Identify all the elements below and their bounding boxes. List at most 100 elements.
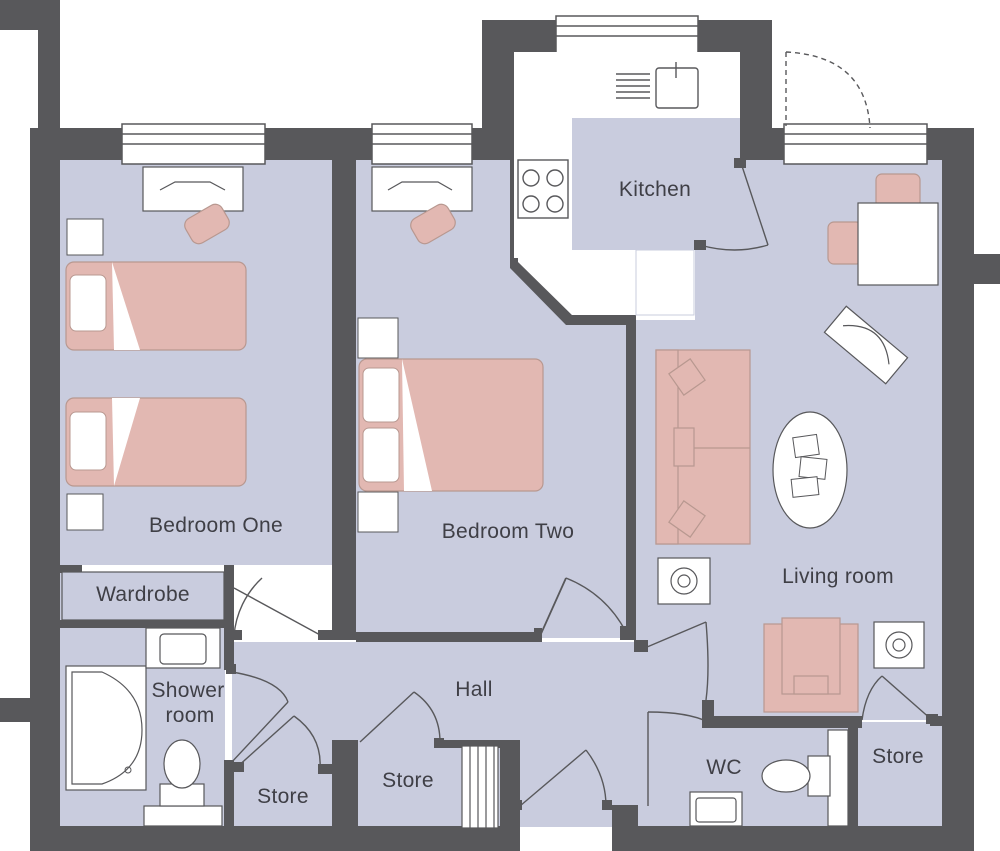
bottom-wall bbox=[30, 826, 520, 851]
wardrobe-right bbox=[224, 565, 234, 670]
store-left-floor bbox=[232, 770, 332, 828]
store-left-top bbox=[318, 764, 334, 774]
bedroom-two-bottom bbox=[356, 632, 536, 642]
kitchen-counter-low bbox=[635, 249, 695, 316]
door-shower bbox=[229, 671, 289, 765]
sofa bbox=[655, 349, 751, 545]
kitchen-worktop bbox=[514, 52, 740, 118]
doors bbox=[229, 51, 933, 807]
label-bedroom-one: Bedroom One bbox=[149, 514, 283, 537]
window-kitchen bbox=[555, 15, 699, 57]
left-notch bbox=[0, 0, 40, 30]
wc-top-wall bbox=[706, 716, 862, 728]
left-notch-lower bbox=[0, 698, 40, 722]
right-wall bbox=[942, 128, 974, 851]
label-store-right: Store bbox=[872, 745, 924, 768]
living-divider bbox=[626, 318, 636, 640]
armchair bbox=[763, 617, 859, 713]
door-wc bbox=[647, 711, 709, 806]
label-bedroom-two: Bedroom Two bbox=[442, 520, 574, 543]
kitchen-fittings bbox=[514, 52, 740, 316]
wardrobe-unit bbox=[61, 571, 225, 621]
store-mid-left bbox=[332, 740, 358, 830]
kitchen-wall-left bbox=[482, 20, 514, 160]
door-living bbox=[639, 621, 709, 701]
kitchen-counter-corner bbox=[518, 250, 636, 315]
door-kitchen bbox=[699, 159, 769, 251]
dining-table bbox=[857, 202, 939, 286]
room-labels: Bedroom One Bedroom Two Kitchen Living r… bbox=[96, 178, 924, 808]
wc-bottom-left bbox=[612, 805, 638, 830]
desk-chair bbox=[184, 203, 230, 245]
single-bed bbox=[65, 261, 247, 351]
window-living-room bbox=[783, 123, 928, 165]
window-bedroom-one bbox=[121, 123, 266, 165]
label-wc: WC bbox=[706, 756, 742, 779]
desk bbox=[371, 166, 473, 212]
door-store-right bbox=[861, 675, 933, 721]
door-bedroom-one bbox=[233, 577, 323, 637]
store-mid-right bbox=[500, 740, 520, 830]
toilet-icon bbox=[143, 739, 223, 827]
label-kitchen: Kitchen bbox=[619, 178, 691, 201]
label-living-room: Living room bbox=[782, 565, 894, 588]
bedroom-one-furniture bbox=[65, 166, 247, 531]
wardrobe-bottom bbox=[60, 620, 230, 628]
wc-left-wall bbox=[702, 700, 714, 728]
label-shower-room-line2: room bbox=[165, 704, 214, 727]
label-store-left: Store bbox=[257, 785, 309, 808]
coffee-table bbox=[772, 411, 848, 529]
label-wardrobe: Wardrobe bbox=[96, 583, 190, 606]
single-bed bbox=[65, 397, 247, 487]
bedroom-two-furniture bbox=[357, 166, 544, 533]
bottom-wall-right bbox=[612, 826, 974, 851]
store-left-wall bbox=[224, 760, 234, 830]
store-mid-top bbox=[440, 740, 510, 748]
shower-tray bbox=[71, 671, 143, 785]
door-entrance-external bbox=[785, 51, 871, 129]
bedroom-one-bottom-a bbox=[60, 565, 82, 573]
door-store-left bbox=[235, 715, 321, 769]
store-middle-floor bbox=[358, 742, 462, 828]
lamp-table bbox=[873, 621, 925, 669]
kitchen-counter-left bbox=[514, 118, 572, 258]
kitchen-wall-right bbox=[740, 20, 772, 160]
left-wall bbox=[30, 128, 60, 838]
bedside-table bbox=[66, 218, 104, 256]
left-wall-upper bbox=[38, 0, 60, 160]
door-bedroom-two bbox=[539, 577, 627, 637]
shower-room-fittings bbox=[65, 627, 223, 827]
dining-set bbox=[827, 173, 939, 286]
double-bed bbox=[358, 358, 544, 492]
label-hall: Hall bbox=[455, 678, 492, 701]
bedside-table bbox=[66, 493, 104, 531]
door-jambs bbox=[226, 158, 938, 810]
store-right-floor bbox=[856, 722, 942, 828]
desk bbox=[142, 166, 244, 212]
right-notch bbox=[972, 254, 1000, 284]
staircase bbox=[461, 745, 499, 829]
hob-icon bbox=[517, 159, 569, 219]
window-bedroom-two bbox=[371, 123, 473, 165]
kitchen-floor bbox=[572, 118, 740, 250]
wc-right-wall bbox=[848, 716, 858, 828]
label-store-middle: Store bbox=[382, 769, 434, 792]
basin-icon bbox=[145, 627, 221, 669]
sink-icon bbox=[616, 62, 699, 109]
living-room-furniture bbox=[655, 173, 939, 713]
desk-chair bbox=[410, 203, 456, 245]
label-shower-room-line1: Shower bbox=[151, 679, 224, 702]
windows bbox=[121, 15, 928, 165]
bedside-table bbox=[357, 317, 399, 359]
toilet-icon bbox=[761, 729, 849, 827]
wc-fittings bbox=[689, 729, 849, 827]
tv-unit bbox=[823, 305, 909, 385]
basin-icon bbox=[689, 791, 743, 827]
bedroom-divider bbox=[332, 128, 356, 640]
door-store-middle bbox=[359, 691, 441, 743]
bedside-table bbox=[357, 491, 399, 533]
shower-right-wall bbox=[224, 640, 234, 670]
lamp-table bbox=[657, 557, 711, 605]
